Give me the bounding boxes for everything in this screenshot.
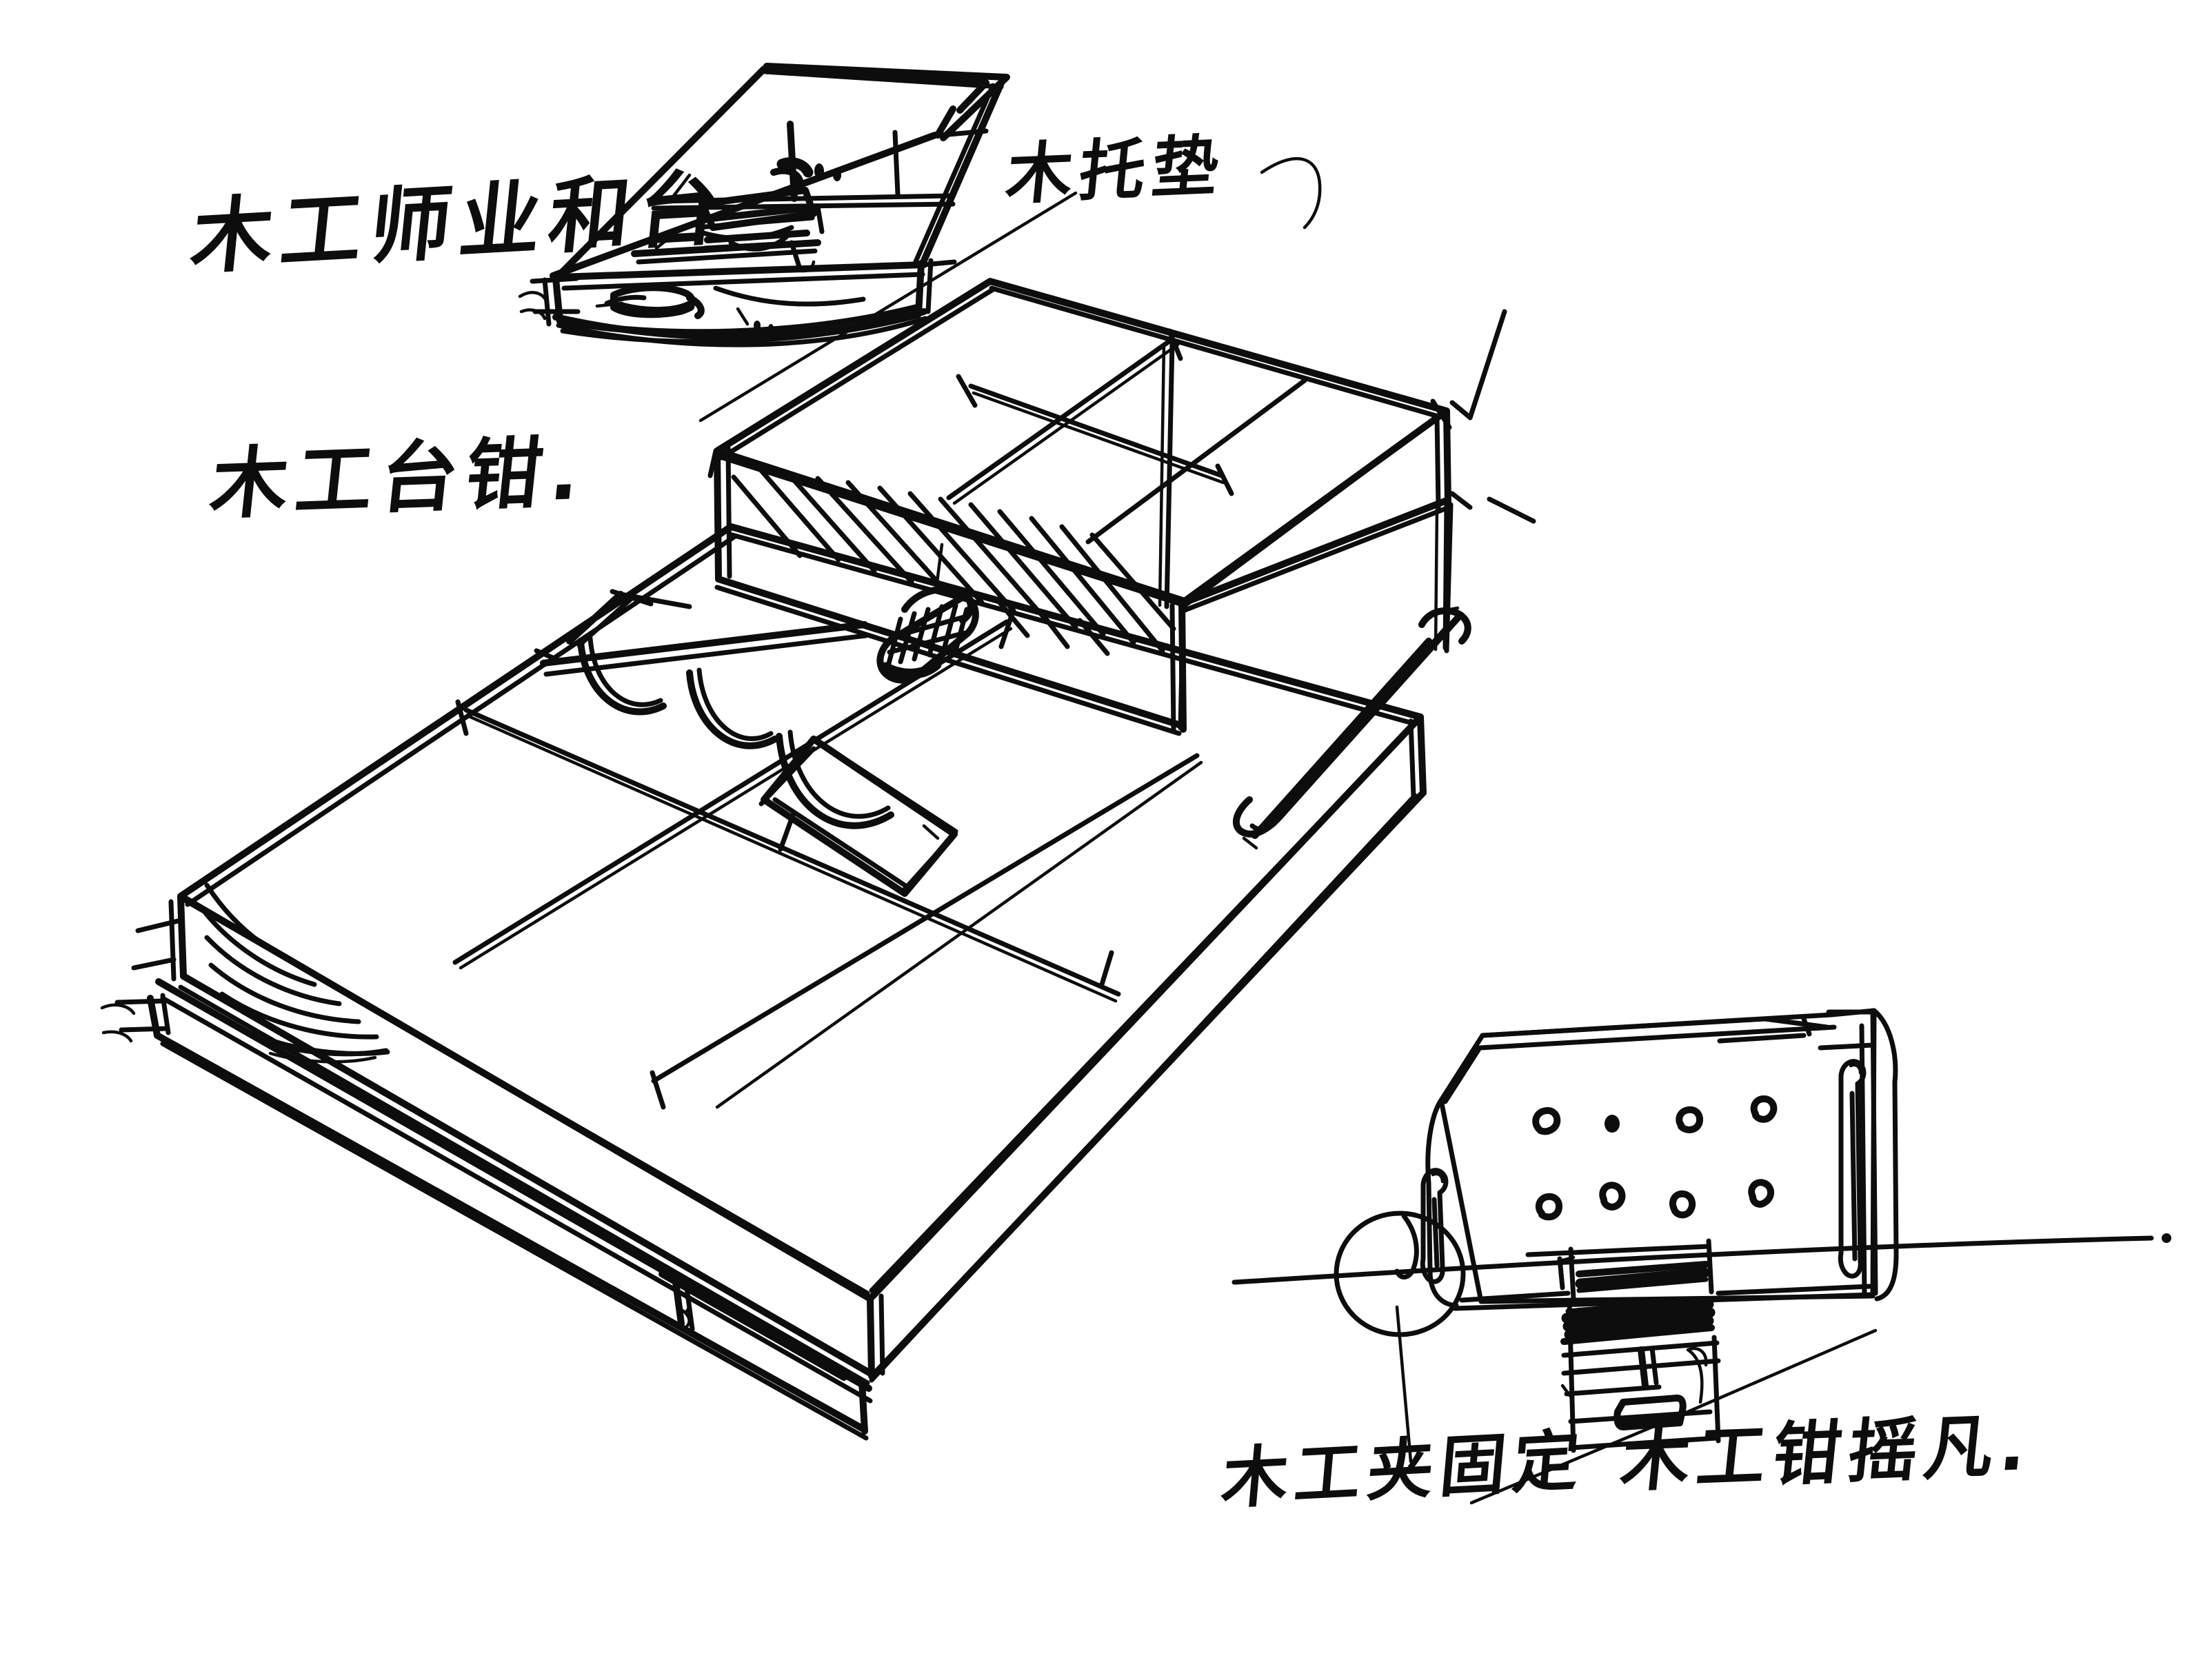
dog-holes-row-1 [1532,1095,1778,1135]
annotation-vise-crank: 木工钳摇凡. [1617,1404,2038,1502]
hold-down-hooks [534,589,894,829]
main-perspective-workbench [100,156,1536,1441]
dog-rail [1232,606,1471,850]
dog-holes-row-2 [1535,1179,1774,1221]
front-elevation-detail [1231,1008,2171,1505]
annotation-clamp-fix: 木工夹固定 [1218,1421,1589,1519]
annotation-bench-vise: 木工台钳. [206,427,592,531]
annotation-wood-pad: 木托垫 [1003,127,1229,214]
top-recess [758,736,958,897]
left-end-detail [201,882,390,1064]
inset-top-view [518,63,1010,347]
vise-handle [876,543,979,684]
